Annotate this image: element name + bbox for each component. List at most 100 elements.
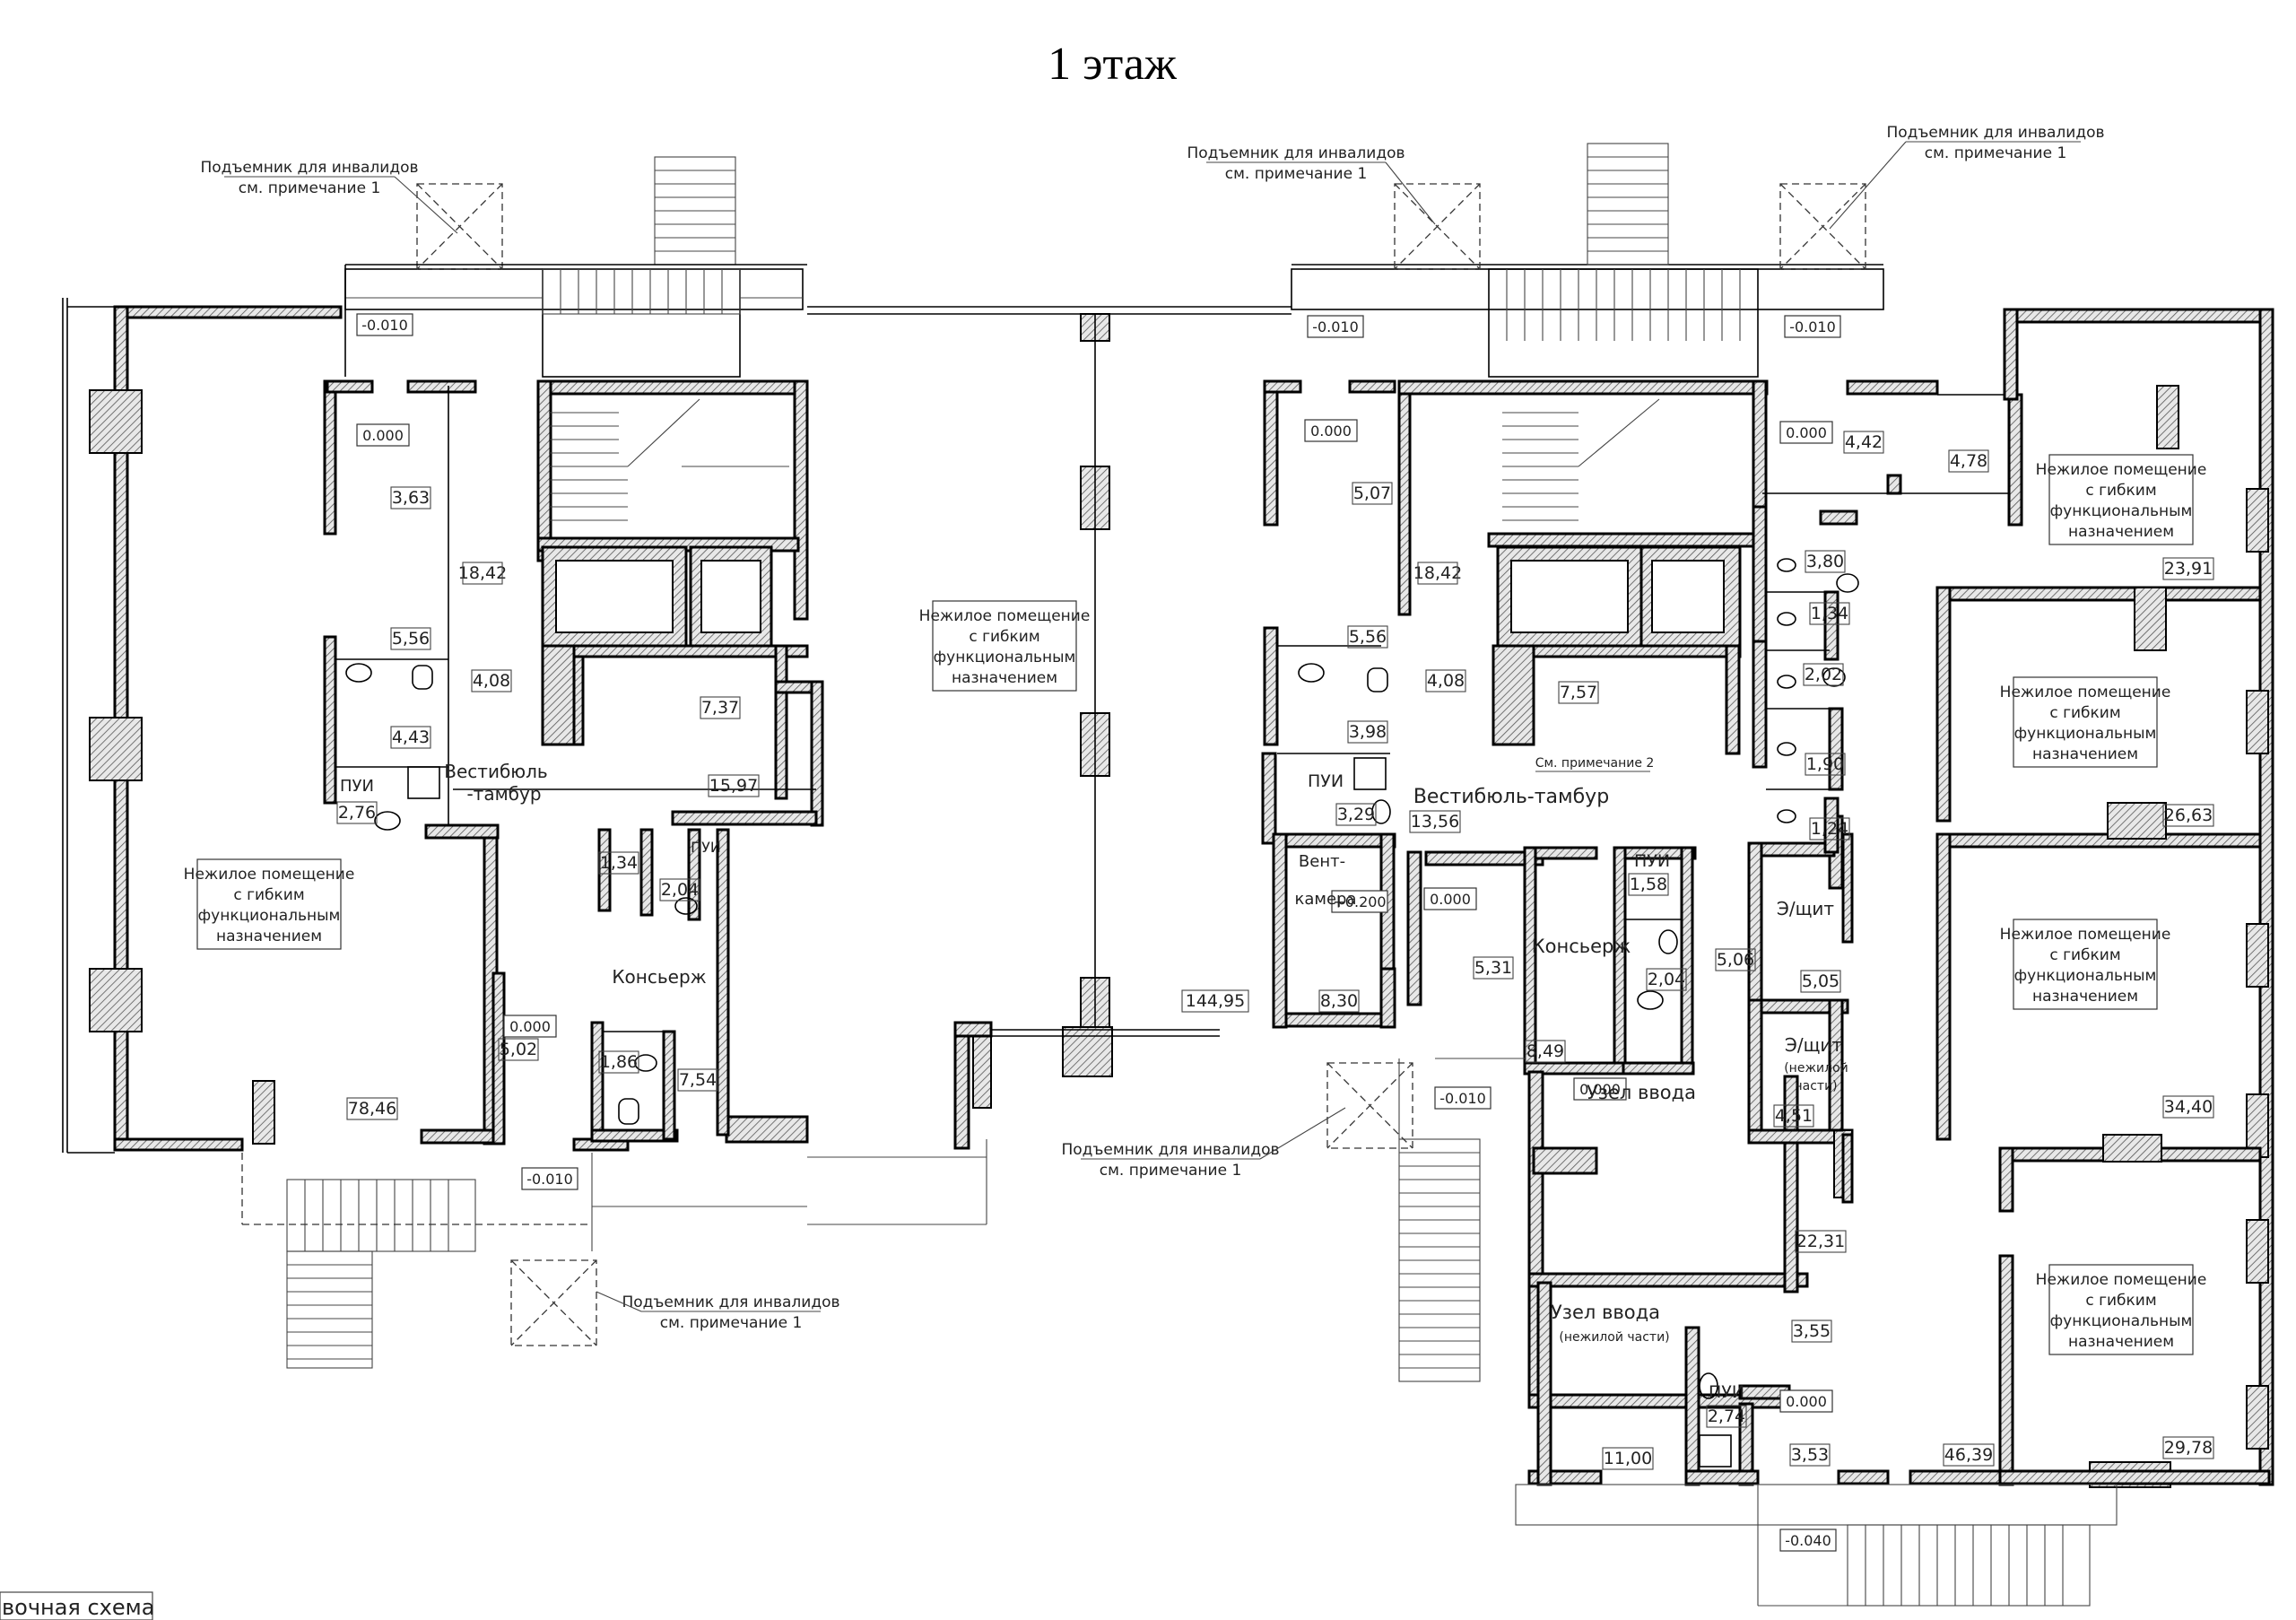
footer-frame <box>0 1591 153 1620</box>
svg-text:0.000: 0.000 <box>1310 422 1352 440</box>
svg-text:с гибким: с гибким <box>2049 946 2120 964</box>
svg-text:5,06: 5,06 <box>1717 950 1754 970</box>
svg-text:0.000: 0.000 <box>1786 1393 1827 1410</box>
svg-text:ПУИ: ПУИ <box>340 777 374 796</box>
svg-text:Нежилое помещение: Нежилое помещение <box>919 607 1091 625</box>
svg-text:См. примечание 2: См. примечание 2 <box>1535 756 1655 771</box>
svg-text:4,08: 4,08 <box>1427 671 1465 691</box>
svg-text:2,04: 2,04 <box>661 880 699 900</box>
lift-note-4: Подъемник для инвалидов см. примечание 1 <box>1061 1107 1346 1180</box>
svg-text:18,42: 18,42 <box>1413 563 1462 583</box>
svg-text:ПУИ: ПУИ <box>1709 1382 1744 1402</box>
svg-text:2,74: 2,74 <box>1708 1407 1745 1426</box>
svg-text:функциональным: функциональным <box>934 649 1076 666</box>
svg-text:0.000: 0.000 <box>509 1018 551 1035</box>
svg-text:0.000: 0.000 <box>362 427 404 444</box>
svg-text:см. примечание 1: см. примечание 1 <box>239 179 381 197</box>
svg-text:части): части) <box>1795 1079 1837 1093</box>
svg-text:Нежилое помещение: Нежилое помещение <box>2000 684 2171 701</box>
svg-text:Подъемник для инвалидов: Подъемник для инвалидов <box>622 1293 839 1311</box>
svg-text:-0.010: -0.010 <box>1789 318 1836 335</box>
svg-text:Нежилое помещение: Нежилое помещение <box>2000 926 2171 944</box>
svg-text:3,80: 3,80 <box>1806 552 1844 571</box>
page-title: 1 этаж <box>1048 39 1178 90</box>
svg-text:4,78: 4,78 <box>1950 451 1987 471</box>
svg-text:-0.010: -0.010 <box>361 317 408 334</box>
svg-text:18,42: 18,42 <box>458 563 507 583</box>
svg-text:Нежилое помещение: Нежилое помещение <box>2036 1271 2207 1289</box>
left-section <box>62 156 1292 1369</box>
svg-text:назначением: назначением <box>2032 745 2138 763</box>
svg-text:7,37: 7,37 <box>701 698 739 718</box>
svg-text:4,51: 4,51 <box>1775 1106 1813 1126</box>
svg-text:1,34: 1,34 <box>1811 604 1848 623</box>
svg-text:7,57: 7,57 <box>1560 683 1597 702</box>
svg-text:Узел ввода: Узел ввода <box>1551 1302 1660 1323</box>
svg-text:4,43: 4,43 <box>392 727 430 747</box>
svg-text:-0.010: -0.010 <box>526 1171 573 1188</box>
svg-text:назначением: назначением <box>2068 1333 2174 1351</box>
svg-text:с гибким: с гибким <box>2085 482 2156 500</box>
svg-text:см. примечание 1: см. примечание 1 <box>1100 1162 1242 1180</box>
svg-text:0.000: 0.000 <box>1579 1081 1621 1098</box>
elevation-marks: -0.010 0.000 0.000 -0.010 -0.010 0.000 0… <box>356 313 1841 1552</box>
svg-text:2,76: 2,76 <box>338 803 376 823</box>
svg-text:Э/щит: Э/щит <box>1777 898 1835 919</box>
svg-text:1,34: 1,34 <box>600 853 638 873</box>
svg-text:-0.040: -0.040 <box>1785 1532 1831 1549</box>
svg-text:Узел ввода: Узел ввода <box>1587 1082 1696 1103</box>
svg-text:1,58: 1,58 <box>1630 875 1667 894</box>
svg-text:3,98: 3,98 <box>1349 722 1387 742</box>
svg-text:22,31: 22,31 <box>1796 1232 1845 1251</box>
svg-text:(нежилой части): (нежилой части) <box>1559 1330 1669 1345</box>
svg-text:-тамбур: -тамбур <box>466 783 541 805</box>
svg-text:23,91: 23,91 <box>2164 559 2213 579</box>
svg-text:2,02: 2,02 <box>1805 665 1842 684</box>
svg-text:функциональным: функциональным <box>2014 967 2157 985</box>
svg-text:ПУИ: ПУИ <box>1634 851 1670 871</box>
svg-text:8,49: 8,49 <box>1526 1041 1564 1061</box>
room-areas: 3,63 5,56 4,43 2,76 18,42 4,08 7,37 15,9… <box>338 432 2213 1468</box>
svg-text:назначением: назначением <box>2032 988 2138 1006</box>
svg-text:Вент-: Вент- <box>1299 852 1345 871</box>
svg-text:7,54: 7,54 <box>679 1070 717 1090</box>
svg-text:29,78: 29,78 <box>2164 1438 2213 1458</box>
svg-text:0.000: 0.000 <box>1786 424 1827 441</box>
svg-text:Вестибюль: Вестибюль <box>444 761 547 782</box>
svg-text:0.000: 0.000 <box>1430 891 1471 908</box>
svg-text:-0.010: -0.010 <box>1439 1090 1486 1107</box>
svg-text:5,07: 5,07 <box>1353 483 1391 503</box>
svg-text:5,56: 5,56 <box>392 629 430 649</box>
svg-text:34,40: 34,40 <box>2164 1097 2213 1117</box>
svg-text:144,95: 144,95 <box>1186 991 1245 1011</box>
svg-text:см. примечание 1: см. примечание 1 <box>1225 165 1368 183</box>
svg-text:с гибким: с гибким <box>2085 1292 2156 1310</box>
svg-text:5,02: 5,02 <box>500 1040 537 1059</box>
lift-note-3: Подъемник для инвалидов см. примечание 1 <box>1829 124 2105 230</box>
svg-text:(нежилой: (нежилой <box>1784 1061 1848 1076</box>
svg-text:с гибким: с гибким <box>233 886 304 904</box>
svg-text:8,30: 8,30 <box>1320 991 1358 1011</box>
svg-text:камера: камера <box>1294 890 1356 909</box>
footer-label: вочная схема <box>2 1595 154 1620</box>
svg-text:с гибким: с гибким <box>2049 704 2120 722</box>
svg-text:-0.010: -0.010 <box>1312 318 1359 335</box>
svg-text:Консьерж: Консьерж <box>1532 936 1631 957</box>
svg-text:назначением: назначением <box>216 928 322 945</box>
svg-text:15,97: 15,97 <box>709 776 758 796</box>
svg-text:см. примечание 1: см. примечание 1 <box>660 1314 803 1332</box>
svg-text:Подъемник для инвалидов: Подъемник для инвалидов <box>1061 1141 1279 1159</box>
svg-text:5,31: 5,31 <box>1474 958 1512 978</box>
svg-text:ПУИ: ПУИ <box>691 839 721 856</box>
svg-text:ПУИ: ПУИ <box>1308 771 1344 791</box>
lift-note-1: Подъемник для инвалидов см. примечание 1 <box>200 159 458 234</box>
svg-text:4,42: 4,42 <box>1845 432 1883 452</box>
svg-text:3,55: 3,55 <box>1793 1321 1831 1341</box>
svg-text:46,39: 46,39 <box>1944 1445 1993 1465</box>
lift-note-5: Подъемник для инвалидов см. примечание 1 <box>596 1291 840 1332</box>
svg-text:Нежилое помещение: Нежилое помещение <box>2036 461 2207 479</box>
right-section <box>1261 143 2274 1607</box>
svg-text:Подъемник для инвалидов: Подъемник для инвалидов <box>1886 124 2104 142</box>
svg-text:Подъемник для инвалидов: Подъемник для инвалидов <box>1187 144 1405 162</box>
svg-text:3,53: 3,53 <box>1791 1445 1829 1465</box>
